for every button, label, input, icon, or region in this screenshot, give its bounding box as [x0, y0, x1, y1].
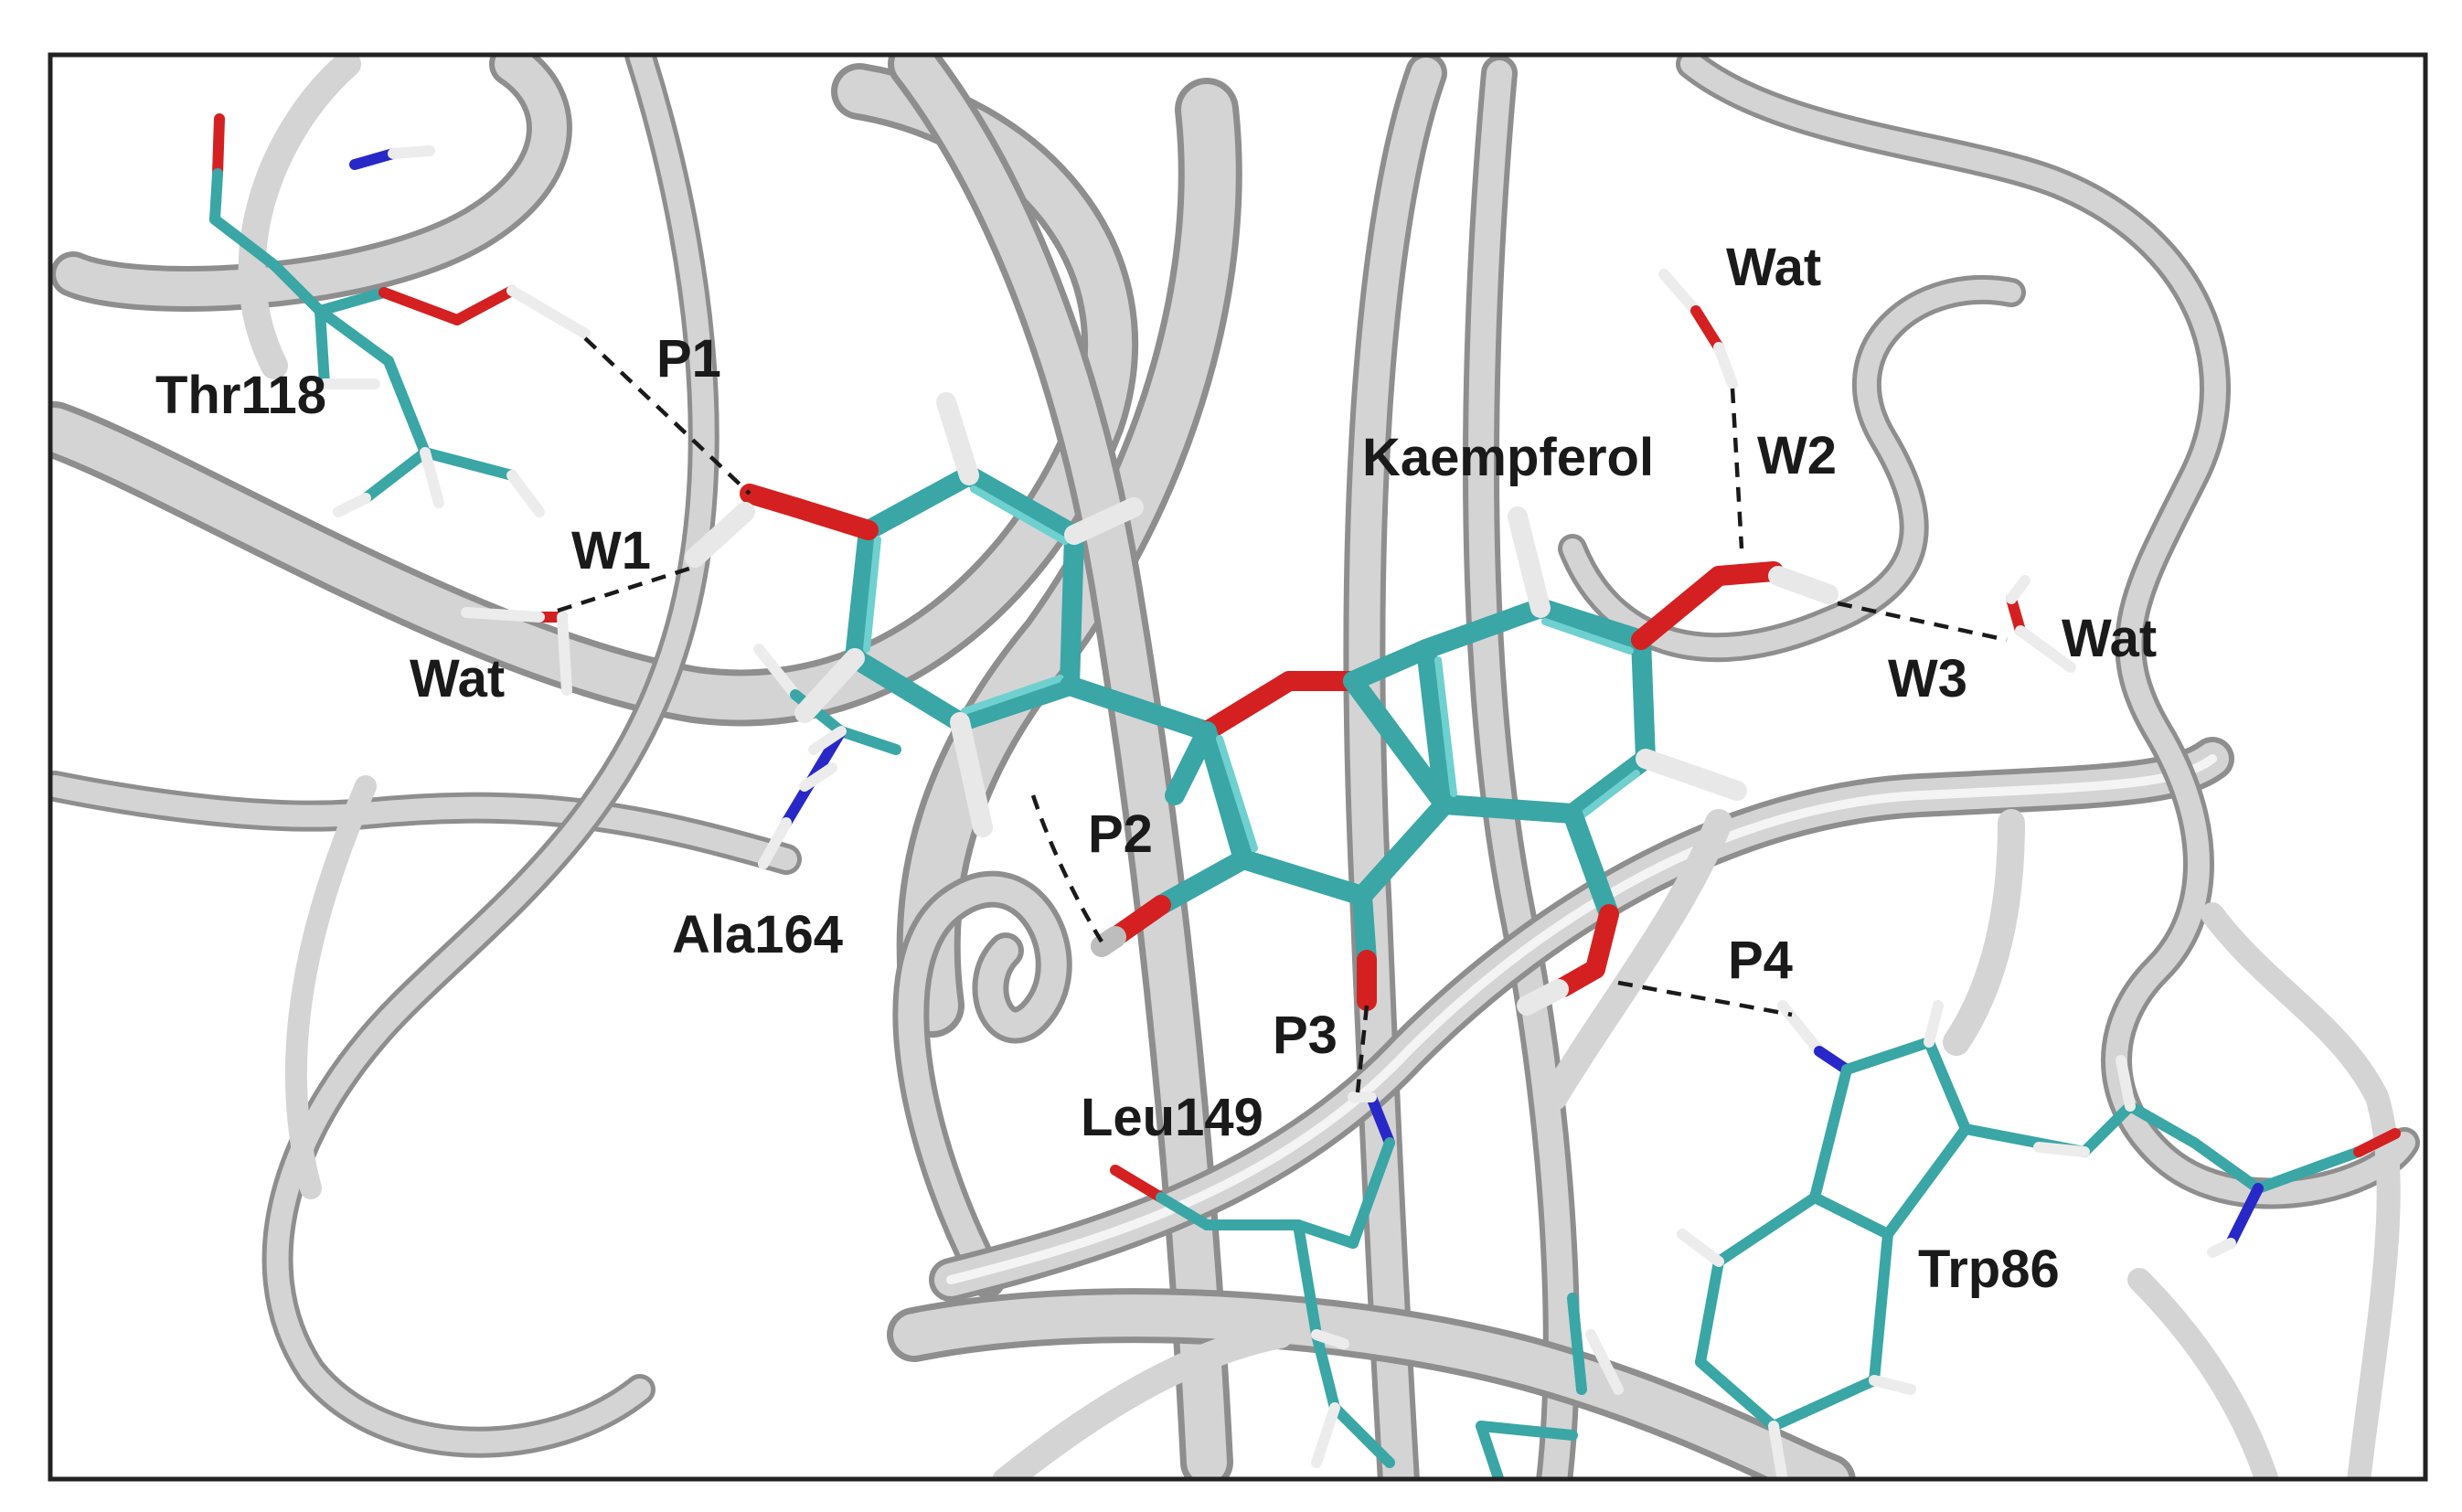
label-kaempferol: Kaempferol	[1362, 428, 1654, 487]
label-p4: P4	[1728, 931, 1793, 990]
label-wat-right: Wat	[2062, 609, 2157, 668]
trp86-residue	[1677, 1000, 2401, 1479]
protein-ribbons	[50, 55, 2420, 1479]
ribbon-loop	[50, 775, 797, 870]
ribbon-loop	[266, 55, 715, 1453]
ribbon-loop	[2127, 1268, 2279, 1479]
ribbon-highlight	[946, 754, 2217, 1284]
ribbon-hairpin	[898, 876, 1067, 1293]
water-top	[1658, 269, 1738, 389]
hbond-w3	[1837, 601, 2008, 643]
label-trp86: Trp86	[1918, 1240, 2060, 1299]
label-w2: W2	[1757, 426, 1837, 485]
label-p2: P2	[1088, 804, 1153, 864]
ribbon-loop	[992, 1321, 1294, 1479]
label-w3: W3	[1888, 649, 1967, 708]
ribbon-strand	[1468, 60, 1574, 1479]
label-w1: W1	[571, 521, 651, 580]
frame-background	[50, 55, 2425, 1479]
kaempferol-molecule	[685, 392, 1839, 1016]
label-p3: P3	[1273, 1006, 1338, 1065]
label-leu149: Leu149	[1081, 1088, 1263, 1147]
ribbon-loop	[1943, 809, 2025, 1056]
hydrogen-bonds	[557, 336, 2008, 1093]
hbond-p2	[1030, 794, 1103, 943]
ribbon-strand	[1348, 58, 1442, 1479]
hbond-p3	[1355, 1005, 1370, 1093]
leu149-residue	[1110, 1091, 1624, 1479]
ribbon-loop	[2201, 902, 2401, 1479]
label-wat-left: Wat	[410, 649, 505, 708]
ribbon-strand	[894, 55, 1227, 1479]
thr118-residue	[209, 113, 591, 517]
water-left	[461, 607, 572, 696]
water-right	[2006, 575, 2076, 673]
ribbon-loop	[56, 55, 567, 306]
ribbon-loop	[1680, 55, 2415, 1205]
ribbon-strand	[893, 1294, 1849, 1479]
ribbon-loop	[284, 775, 377, 1199]
hbond-p4	[1617, 980, 1793, 1017]
ribbon-loop	[1540, 809, 1732, 1111]
ribbon-loop	[238, 55, 361, 379]
label-thr118: Thr118	[155, 366, 326, 425]
label-p1: P1	[656, 329, 721, 389]
hbond-p1	[583, 336, 751, 495]
frame-border	[48, 52, 2428, 1482]
label-ala164: Ala164	[672, 905, 843, 964]
hbond-w2	[1730, 388, 1744, 549]
ribbon-loop	[50, 69, 1133, 720]
labels: Thr118 P1 W1 Wat Ala164 P2 Kaempferol Wa…	[155, 238, 2157, 1299]
label-wat-top: Wat	[1726, 238, 1821, 297]
